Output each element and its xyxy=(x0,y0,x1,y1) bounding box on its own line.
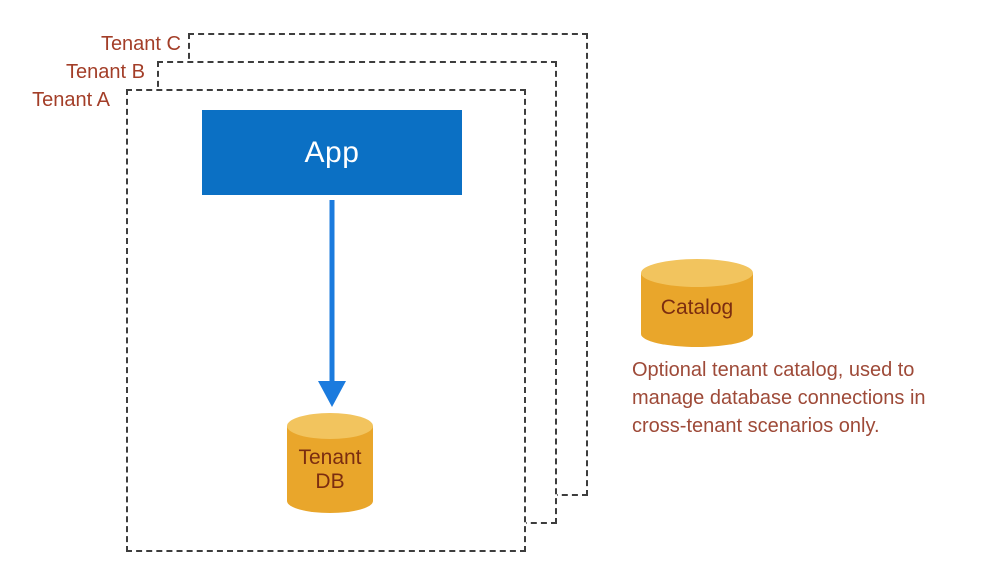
database-cylinder-shape xyxy=(287,413,373,513)
catalog-description: Optional tenant catalog, used to manage … xyxy=(632,356,926,440)
app-box: App xyxy=(202,110,462,195)
database-cylinder-shape xyxy=(641,259,753,347)
app-label: App xyxy=(304,135,360,169)
tenant-db-database-icon: Tenant DB xyxy=(287,413,373,514)
catalog-description-line: cross-tenant scenarios only. xyxy=(632,415,880,437)
tenant-db-label-line1: Tenant xyxy=(298,446,362,469)
tenant-db-label-line2: DB xyxy=(315,470,345,493)
catalog-label: Catalog xyxy=(660,296,734,319)
arrow-down-icon xyxy=(318,200,346,407)
catalog-database-icon: Catalog xyxy=(641,259,753,348)
tenant-b-label: Tenant B xyxy=(66,61,145,83)
tenant-db-label: Tenant DB xyxy=(287,446,373,494)
catalog-description-line: Optional tenant catalog, used to xyxy=(632,359,915,381)
tenant-a-label: Tenant A xyxy=(32,89,110,111)
catalog-description-line: manage database connections in xyxy=(632,387,926,409)
tenant-c-label: Tenant C xyxy=(100,33,181,55)
